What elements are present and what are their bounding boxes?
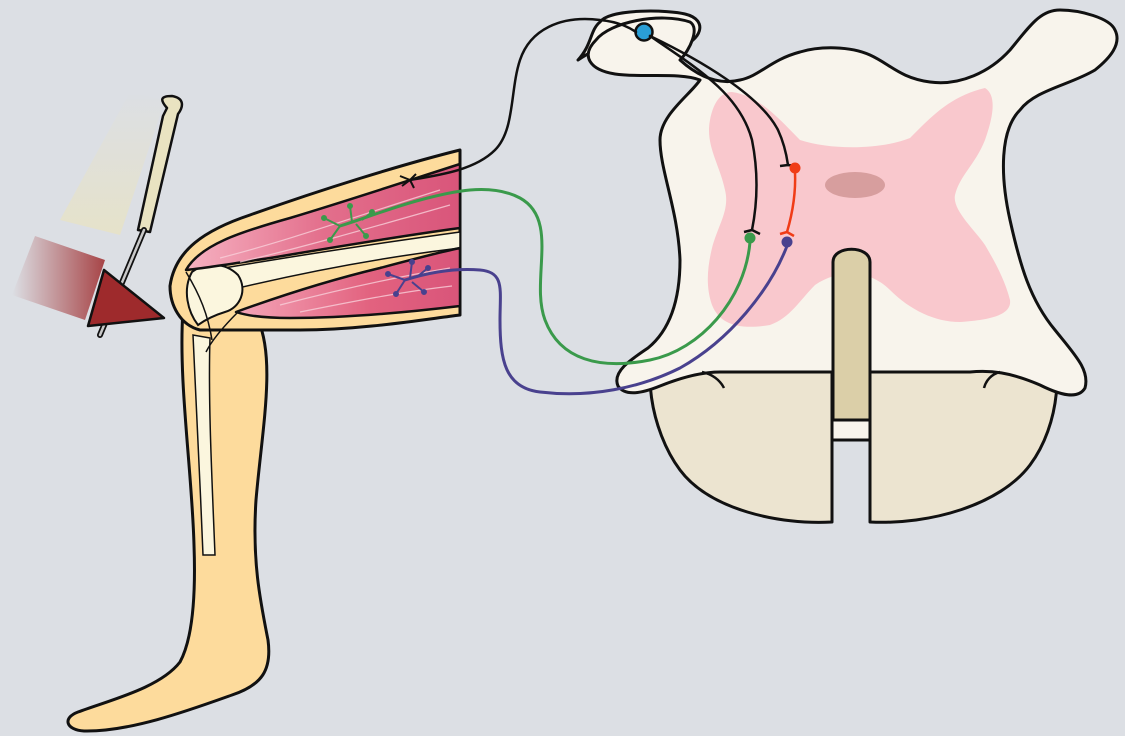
spinal-cord-cross-section bbox=[578, 10, 1117, 522]
dorsal-root-ganglion-icon bbox=[636, 24, 653, 41]
lower-leg-and-foot bbox=[68, 310, 269, 731]
central-canal bbox=[825, 172, 885, 198]
leg-icon bbox=[68, 150, 460, 731]
hammer-head-motion-blur bbox=[12, 236, 105, 320]
ventral-median-fissure bbox=[833, 249, 870, 420]
reflex-hammer-icon bbox=[12, 92, 182, 335]
